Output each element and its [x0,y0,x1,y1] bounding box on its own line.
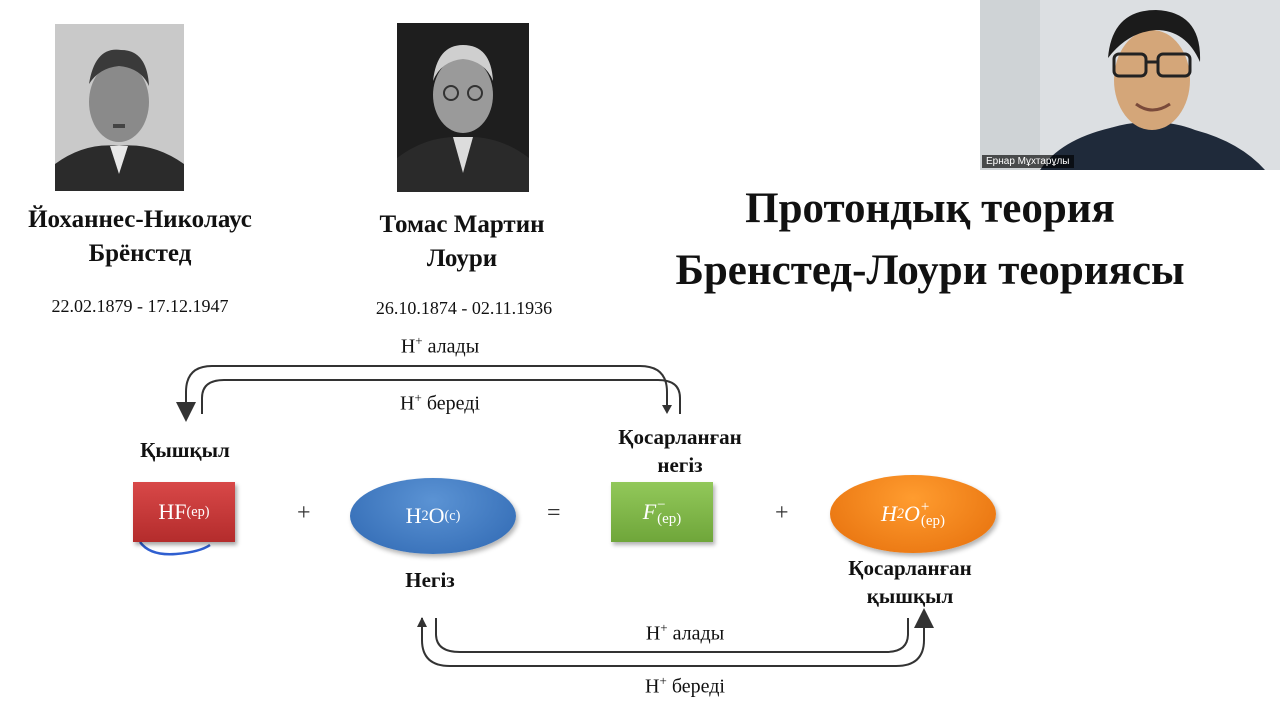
lowry-name: Томас Мартин Лоури [332,208,592,276]
lowry-name-line1: Томас Мартин [379,211,545,238]
top-arrow-inner [201,379,681,414]
conj-base-label: Қосарланған негіз [580,423,780,479]
conj-base-formula: F [642,499,657,524]
bronsted-portrait [55,24,184,191]
give-text: береді [671,675,725,698]
conj-acid-state: (ер) [920,513,946,529]
bronsted-dates: 22.02.1879 - 17.12.1947 [51,296,229,316]
give-text: береді [426,392,480,415]
proton-symbol: H [645,675,660,698]
acid-formula: HF [158,499,187,524]
plus-sign-2: + [775,500,789,526]
conj-base-f-box: F − (ер) [611,482,713,542]
conj-base-charge: − [657,497,666,513]
conj-base-label-line2: негіз [657,453,703,477]
base-formula-sub: 2 [421,507,429,524]
conj-base-label-line1: Қосарланған [618,425,742,449]
plus-sign-1: + [297,500,311,526]
lowry-dates: 26.10.1874 - 02.11.1936 [375,298,553,318]
webcam-video[interactable]: Ернар Мұхтарұлы [980,0,1280,170]
proton-charge: + [659,673,667,688]
bronsted-name: Йоханнес-Николаус Брёнстед [0,203,280,271]
lowry-name-line2: Лоури [426,245,498,272]
conj-base-state: (ер) [657,511,682,527]
proton-symbol: H [645,622,661,645]
bottom-give-label: H+ береді [585,673,785,699]
proton-symbol: H [400,335,416,358]
bottom-arrow-outer [421,608,934,667]
conj-acid-formula-sub: 2 [896,505,904,522]
conj-acid-formula-h: H [880,501,897,526]
slide-title-line1: Протондық теория [745,185,1115,232]
base-label: Негіз [405,568,455,592]
participant-name-tag: Ернар Мұхтарұлы [982,155,1074,168]
proton-charge: + [660,620,668,635]
slide-title-line2: Бренстед-Лоури теориясы [675,247,1185,294]
top-take-label: H+ алады [340,333,540,359]
participant-video-frame [980,0,1280,170]
acid-label: Қышқыл [140,438,230,462]
bronsted-name-line1: Йоханнес-Николаус [28,206,252,233]
conj-acid-formula-o: O [904,501,920,526]
base-state: (с) [444,507,461,524]
bronsted-name-line2: Брёнстед [88,240,192,267]
base-formula-o: O [428,503,445,528]
equals-sign: = [547,500,561,526]
proton-symbol: H [400,392,415,415]
take-text: алады [427,335,480,358]
take-text: алады [672,622,725,645]
lowry-portrait [397,23,529,192]
conj-acid-label: Қосарланған қышқыл [810,554,1010,610]
pen-annotation [138,541,211,556]
acid-state: (ер) [186,503,210,520]
bottom-arrow-inner [435,618,909,653]
conj-acid-label-line2: қышқыл [866,584,954,608]
conj-acid-label-line1: Қосарланған [848,556,972,580]
conj-acid-charge: + [920,499,930,515]
proton-charge: + [415,333,423,348]
slide-title: Протондық теория Бренстед-Лоури теориясы [620,178,1240,302]
base-formula-h: H [405,503,422,528]
bottom-take-label: H+ алады [585,620,785,646]
top-give-label: H+ береді [340,390,540,416]
acid-hf-box: HF(ер) [133,482,235,542]
proton-charge: + [414,390,422,405]
